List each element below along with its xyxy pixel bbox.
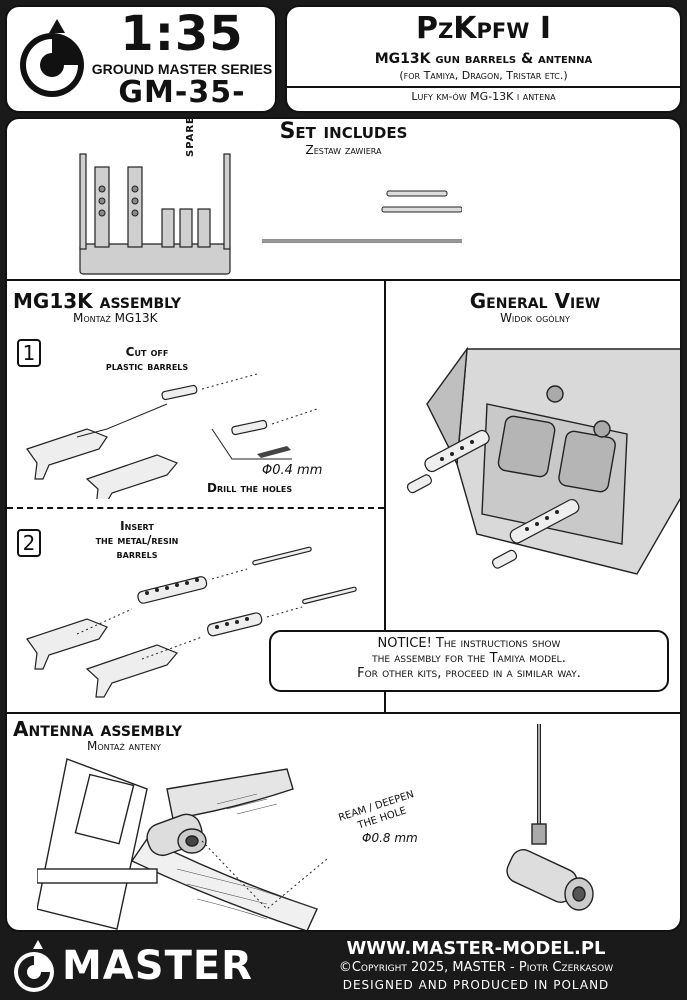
footer-designed: DESIGNED AND PRODUCED IN POLAND (342, 978, 610, 992)
footer-url[interactable]: WWW.MASTER-MODEL.PL (346, 938, 606, 959)
notice-line-3: For other kits, proceed in a similar way… (357, 666, 581, 681)
footer-copyright: ©Copyright 2025, MASTER - Piotr Czerkaso… (338, 960, 614, 975)
antenna-part-illustration (506, 724, 594, 911)
antenna-drill-size: Φ0.8 mm (362, 831, 418, 845)
step-1-drill-size: Φ0.4 mm (262, 463, 323, 478)
general-view-title: General View (469, 289, 601, 313)
general-view-subtitle: Widok ogólny (500, 311, 570, 325)
step-2-illustration (26, 546, 357, 698)
set-includes-subtitle: Zestaw zawiera (305, 143, 382, 157)
metal-barrels-illustration (262, 190, 462, 243)
spare-label: SPARE (185, 117, 196, 157)
product-code: GM-35-099 (118, 75, 246, 112)
general-view-illustration (406, 346, 680, 575)
product-subtitle: MG13K gun barrels & antenna (374, 51, 593, 67)
mg-assembly-title: MG13K assembly (13, 289, 182, 313)
footer-brand: MASTER (62, 943, 253, 989)
product-title: PzKpfw I (416, 11, 551, 46)
step-1-drill-text: Drill the holes (207, 481, 293, 495)
step-1-cut-text-line-2: plastic barrels (105, 359, 189, 373)
notice-line-2: the assembly for the Tamiya model. (372, 651, 566, 666)
step-2-insert-line-1: Insert (120, 519, 154, 533)
section-divider-top (7, 279, 680, 281)
series-label: GROUND MASTER SERIES (91, 61, 273, 77)
step-2-insert-line-2: the metal/resin (95, 533, 179, 547)
mg-assembly-subtitle: Montaż MG13K (73, 311, 158, 325)
resin-sprue-illustration (79, 153, 231, 275)
compatibility-note: (for Tamiya, Dragon, Tristar etc.) (399, 69, 568, 82)
header-divider (287, 86, 680, 88)
step-2-badge: 2 (17, 529, 41, 557)
set-includes-title: Set includes (279, 119, 408, 144)
notice-line-1: NOTICE! The instructions show (377, 636, 561, 651)
main-panel: Set includes Zestaw zawiera SPARE (5, 117, 682, 932)
step-1-badge: 1 (17, 339, 41, 367)
notice-box: NOTICE! The instructions show the assemb… (269, 630, 669, 692)
antenna-title: Antenna assembly (13, 717, 182, 741)
step-1-cut-text-line-1: Cut off (125, 345, 169, 359)
step-separator (7, 507, 384, 509)
section-divider-vertical (384, 279, 386, 712)
header-right-panel: PzKpfw I MG13K gun barrels & antenna (fo… (285, 5, 682, 113)
step-1-illustration (26, 373, 318, 499)
master-logo-icon (20, 19, 84, 97)
section-divider-bottom (7, 712, 680, 714)
antenna-illustration (37, 758, 328, 930)
footer: MASTER WWW.MASTER-MODEL.PL ©Copyright 20… (0, 934, 687, 1000)
header-left-panel: 1:35 GROUND MASTER SERIES GM-35-099 (5, 5, 277, 113)
antenna-subtitle: Montaż anteny (87, 739, 161, 753)
step-2-insert-line-3: barrels (116, 547, 158, 561)
polish-subtitle: Lufy km-ów MG-13K i antena (411, 90, 556, 103)
scale-label: 1:35 (120, 6, 244, 62)
footer-master-logo-icon (14, 940, 54, 992)
